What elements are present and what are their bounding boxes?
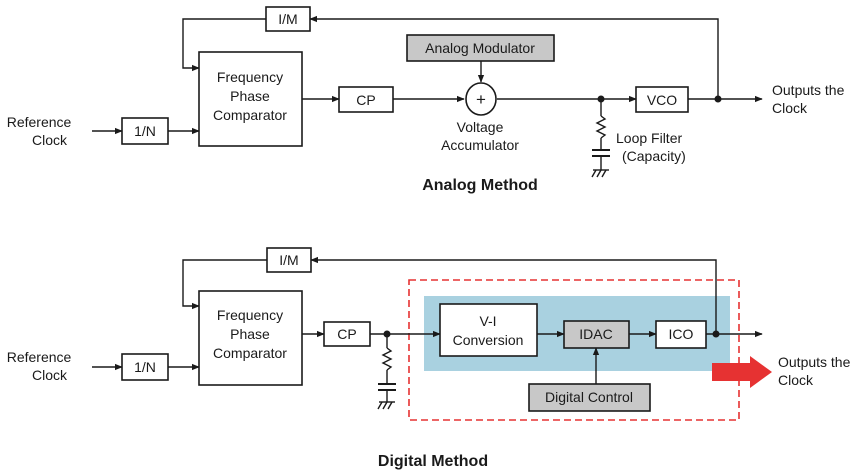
digital-comparator-line-1: Frequency xyxy=(217,307,283,323)
digital-ref-clock-label-2: Clock xyxy=(32,367,68,383)
digital-control-label: Digital Control xyxy=(545,389,633,405)
analog-feedback-to-comparator-wire xyxy=(182,18,266,72)
digital-ico-box xyxy=(655,320,707,349)
analog-vco-label: VCO xyxy=(647,92,677,108)
digital-idac-label: IDAC xyxy=(579,326,612,342)
analog-divider-n-label: 1/N xyxy=(134,123,156,139)
analog-modulator-label: Analog Modulator xyxy=(425,40,535,56)
digital-feedback-to-comparator-wire xyxy=(182,259,267,310)
digital-ico-label: ICO xyxy=(669,326,694,342)
analog-output-label-1: Outputs the xyxy=(772,82,845,98)
digital-comparator-line-3: Comparator xyxy=(213,345,287,361)
digital-vi-line-2: Conversion xyxy=(453,332,524,348)
analog-loop-filter xyxy=(591,99,610,178)
analog-divider-n-box xyxy=(121,117,169,145)
analog-comparator-line-1: Frequency xyxy=(217,69,283,85)
digital-ref-clock-label-1: Reference xyxy=(7,349,72,365)
analog-divider-m-box xyxy=(265,6,311,32)
digital-vi-box xyxy=(439,303,538,357)
analog-divider-m-label: I/M xyxy=(278,11,297,27)
analog-ref-clock-label-1: Reference xyxy=(7,114,72,130)
analog-modulator-box xyxy=(406,34,555,62)
analog-loop-filter-label-2: (Capacity) xyxy=(622,148,686,164)
digital-method-title: Digital Method xyxy=(378,453,488,470)
digital-vi-line-1: V-I xyxy=(479,313,496,329)
digital-cp-label: CP xyxy=(337,326,356,342)
digital-comparator-line-2: Phase xyxy=(230,326,270,342)
digital-idac-box xyxy=(563,320,630,349)
digital-divider-m-box xyxy=(266,247,312,273)
digital-control-box xyxy=(528,383,651,412)
analog-ref-clock-label-2: Clock xyxy=(32,132,68,148)
analog-comparator-box xyxy=(198,51,303,147)
analog-diagram: I/M 1/N Frequency Phase Comparator CP An… xyxy=(7,6,845,194)
digital-output-arrow-icon xyxy=(712,356,772,388)
analog-method-title: Analog Method xyxy=(422,177,538,194)
analog-output-junction-dot xyxy=(714,95,722,103)
digital-divider-n-label: 1/N xyxy=(134,359,156,375)
analog-loop-filter-label-1: Loop Filter xyxy=(616,130,682,146)
analog-cp-box xyxy=(338,86,394,113)
digital-loop-filter xyxy=(377,334,396,410)
digital-cp-box xyxy=(323,321,371,347)
digital-divider-n-box xyxy=(121,353,169,381)
analog-accumulator-label-1: Voltage xyxy=(457,119,504,135)
analog-cp-label: CP xyxy=(356,92,375,108)
digital-output-label-2: Clock xyxy=(778,372,814,388)
digital-feedback-wire xyxy=(310,256,717,334)
digital-output-label-1: Outputs the xyxy=(778,354,851,370)
analog-comparator-line-3: Comparator xyxy=(213,107,287,123)
analog-feedback-wire xyxy=(309,15,719,99)
analog-accumulator-label-2: Accumulator xyxy=(441,137,519,153)
analog-accumulator-circle xyxy=(465,82,497,116)
digital-divider-m-label: I/M xyxy=(279,252,298,268)
digital-diagram: I/M 1/N Frequency Phase Comparator CP V-… xyxy=(7,247,851,470)
digital-junction-dot xyxy=(383,330,391,338)
analog-vco-box xyxy=(635,86,689,113)
analog-accumulator-plus: + xyxy=(476,90,486,109)
digital-dashed-frame xyxy=(408,279,740,421)
digital-output-junction-dot xyxy=(712,330,720,338)
analog-output-label-2: Clock xyxy=(772,100,808,116)
digital-comparator-box xyxy=(198,290,303,386)
analog-comparator-line-2: Phase xyxy=(230,88,270,104)
analog-junction-dot xyxy=(597,95,605,103)
